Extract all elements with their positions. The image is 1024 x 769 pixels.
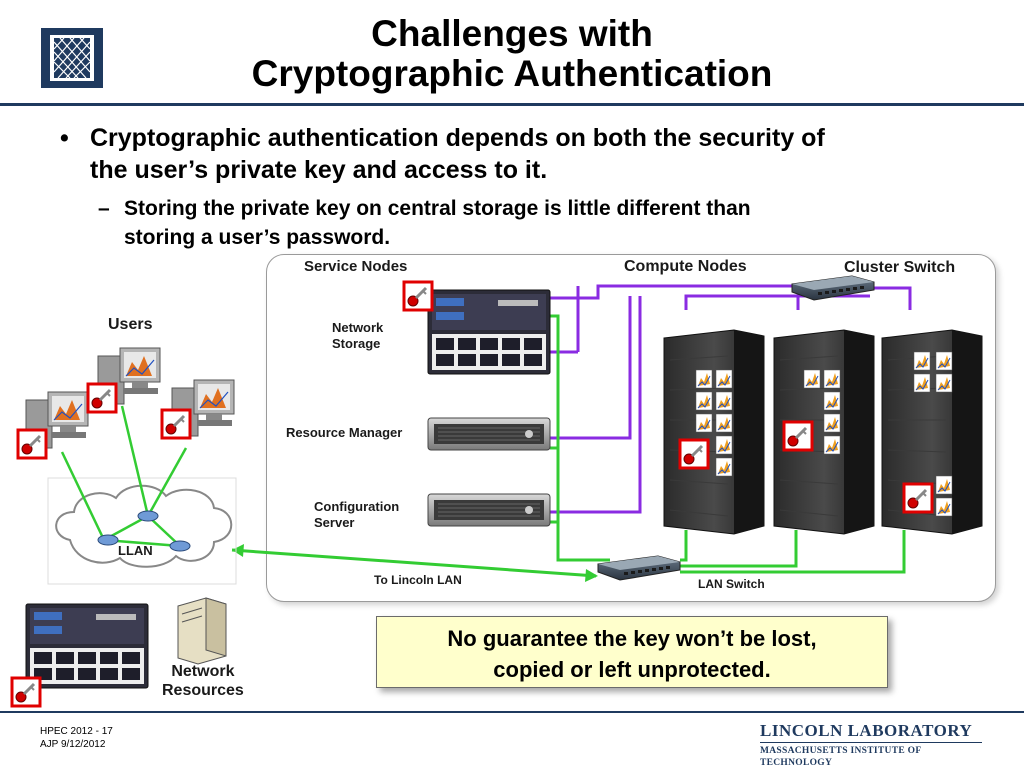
footer-info: HPEC 2012 - 17 AJP 9/12/2012 [40, 725, 113, 751]
network-resources-line-1: Network [171, 663, 235, 680]
footer-line-1: HPEC 2012 - 17 [40, 726, 113, 737]
lan-switch-label: LAN Switch [698, 577, 765, 591]
title-divider [0, 103, 1024, 106]
callout-line-2: copied or left unprotected. [493, 657, 771, 682]
main-bullet-line-1: Cryptographic authentication depends on … [90, 124, 825, 152]
main-bullet: Cryptographic authentication depends on … [90, 122, 1010, 186]
key-icon [902, 482, 934, 514]
key-icon [402, 280, 434, 312]
sub-bullet-line-1: Storing the private key on central stora… [124, 197, 751, 220]
network-resources-line-2: Resources [162, 682, 244, 699]
title-line-2: Cryptographic Authentication [251, 53, 773, 94]
router-icons [97, 510, 191, 552]
llan-frame [47, 477, 237, 585]
institute-name: MASSACHUSETTS INSTITUTE OF TECHNOLOGY [760, 746, 922, 768]
key-icon [678, 438, 710, 470]
footer-line-2: AJP 9/12/2012 [40, 739, 106, 750]
callout-line-1: No guarantee the key won’t be lost, [447, 626, 817, 651]
key-icon [10, 676, 42, 708]
compute-nodes-label: Compute Nodes [624, 258, 747, 275]
configuration-server-label: Configuration Server [314, 499, 399, 531]
resource-manager-label: Resource Manager [286, 425, 403, 440]
resource-manager-server [427, 417, 551, 451]
configuration-server-line-2: Server [314, 515, 355, 530]
slide-title: Challenges with Cryptographic Authentica… [0, 14, 1024, 94]
network-resources-label: Network Resources [162, 662, 244, 700]
green-links [550, 314, 906, 574]
key-icon [16, 428, 48, 460]
network-storage-label: Network Storage [332, 320, 383, 352]
footer-divider [0, 711, 1024, 713]
sub-bullet-dash: – [98, 197, 110, 220]
network-storage-line-2: Storage [332, 336, 381, 351]
bullet-marker: • [60, 124, 69, 152]
to-lincoln-lan-label: To Lincoln LAN [374, 573, 462, 587]
key-icon [160, 408, 192, 440]
network-storage-line-1: Network [332, 320, 384, 335]
network-resources-server [177, 597, 227, 665]
lan-switch-icon [597, 555, 681, 581]
sub-bullet: Storing the private key on central stora… [124, 194, 1004, 252]
key-icon [782, 420, 814, 452]
lincoln-lan-link [231, 548, 597, 578]
cluster-switch-label: Cluster Switch [844, 259, 956, 276]
key-icon [86, 382, 118, 414]
network-resources-storage [25, 603, 149, 689]
service-nodes-label: Service Nodes [304, 258, 408, 275]
configuration-server-line-1: Configuration [314, 499, 400, 514]
lab-name: LINCOLN LABORATORY [760, 721, 973, 740]
callout-box: No guarantee the key won’t be lost, copi… [376, 616, 888, 688]
main-bullet-line-2: the user’s private key and access to it. [90, 156, 548, 184]
title-line-1: Challenges with [371, 13, 653, 54]
configuration-server-device [427, 493, 551, 527]
wordmark-rule [760, 742, 982, 743]
sub-bullet-line-2: storing a user’s password. [124, 226, 391, 249]
users-label: Users [108, 316, 153, 333]
network-storage-device [427, 289, 551, 375]
llan-label: LLAN [118, 543, 153, 558]
lincoln-lab-wordmark: LINCOLN LABORATORY MASSACHUSETTS INSTITU… [760, 721, 990, 769]
lincoln-logo [40, 27, 104, 89]
compute-rack-1 [663, 329, 765, 535]
